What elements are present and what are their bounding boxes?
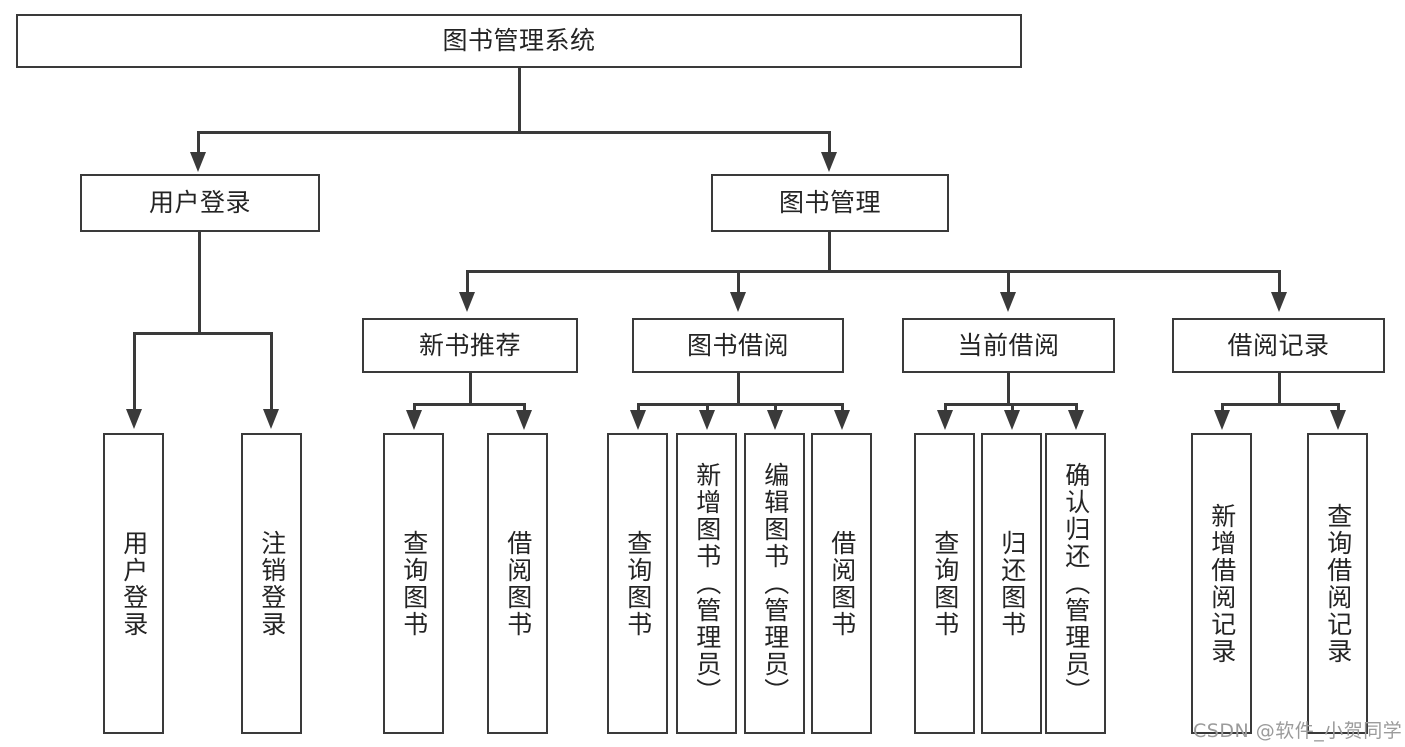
edge-book-manage-to-borrow-record — [1278, 270, 1281, 294]
arrow-book-borrow-1 — [630, 410, 646, 430]
edge-root-to-book-manage — [828, 131, 831, 155]
arrow-current-borrow-1 — [937, 410, 953, 430]
leaf-add-record[interactable]: 新增借阅记录 — [1191, 433, 1252, 734]
node-label: 新增图书（管理员） — [692, 462, 722, 705]
leaf-add-book[interactable]: 新增图书（管理员） — [676, 433, 737, 734]
arrow-to-current-borrow — [1000, 292, 1016, 312]
node-label: 查询借阅记录 — [1323, 502, 1353, 665]
node-label: 归还图书 — [997, 529, 1027, 638]
arrow-current-borrow-3 — [1068, 410, 1084, 430]
edge-book-manage-to-new-book-rec — [466, 270, 469, 294]
edge-root-stem — [518, 68, 521, 133]
edge-book-manage-to-current-borrow — [1007, 270, 1010, 294]
edge-book-borrow-d3 — [774, 403, 777, 415]
edge-new-book-rec-bar — [413, 403, 526, 406]
arrow-current-borrow-2 — [1004, 410, 1020, 430]
arrow-to-new-book-rec — [459, 292, 475, 312]
node-book-manage[interactable]: 图书管理 — [711, 174, 949, 232]
node-label: 查询图书 — [399, 529, 429, 638]
arrow-book-borrow-4 — [834, 410, 850, 430]
edge-user-login-stem — [198, 232, 201, 334]
edge-new-book-rec-stem — [469, 373, 472, 405]
node-user-login[interactable]: 用户登录 — [80, 174, 320, 232]
arrow-borrow-record-2 — [1330, 410, 1346, 430]
arrow-root-to-book-manage — [821, 152, 837, 172]
node-label: 图书管理 — [778, 188, 881, 217]
node-label: 借阅图书 — [503, 529, 533, 638]
leaf-edit-book[interactable]: 编辑图书（管理员） — [744, 433, 805, 734]
node-label: 图书借阅 — [686, 330, 789, 360]
edge-user-login-to-leaf-2 — [270, 332, 273, 412]
leaf-query-book-2[interactable]: 查询图书 — [607, 433, 668, 734]
edge-current-borrow-d2 — [1011, 403, 1014, 415]
node-label: 用户登录 — [148, 188, 251, 217]
edge-borrow-record-stem — [1278, 373, 1281, 405]
arrow-user-login-to-leaf-2 — [263, 409, 279, 429]
node-label: 图书管理系统 — [442, 26, 596, 55]
edge-current-borrow-d3 — [1075, 403, 1078, 415]
node-label: 新书推荐 — [418, 330, 521, 360]
leaf-borrow-book-2[interactable]: 借阅图书 — [811, 433, 872, 734]
node-label: 编辑图书（管理员） — [760, 462, 790, 705]
node-label: 借阅图书 — [827, 529, 857, 638]
leaf-user-login[interactable]: 用户登录 — [103, 433, 164, 734]
edge-borrow-record-bar — [1221, 403, 1340, 406]
edge-book-manage-bar — [466, 270, 1278, 273]
arrow-to-borrow-record — [1271, 292, 1287, 312]
arrow-new-book-rec-2 — [516, 410, 532, 430]
arrow-user-login-to-leaf-1 — [126, 409, 142, 429]
node-label: 借阅记录 — [1227, 330, 1330, 360]
edge-new-book-rec-d2 — [523, 403, 526, 415]
arrow-new-book-rec-1 — [406, 410, 422, 430]
node-label: 查询图书 — [623, 529, 653, 638]
arrow-book-borrow-2 — [699, 410, 715, 430]
leaf-query-record[interactable]: 查询借阅记录 — [1307, 433, 1368, 734]
node-book-borrow[interactable]: 图书借阅 — [632, 318, 844, 373]
edge-book-borrow-bar — [637, 403, 843, 406]
node-current-borrow[interactable]: 当前借阅 — [902, 318, 1115, 373]
node-label: 查询图书 — [930, 529, 960, 638]
edge-user-login-bar — [133, 332, 273, 335]
leaf-borrow-book-1[interactable]: 借阅图书 — [487, 433, 548, 734]
node-new-book-rec[interactable]: 新书推荐 — [362, 318, 578, 373]
arrow-to-book-borrow — [730, 292, 746, 312]
edge-current-borrow-d1 — [944, 403, 947, 415]
node-label: 注销登录 — [257, 529, 287, 638]
leaf-logout[interactable]: 注销登录 — [241, 433, 302, 734]
node-label: 确认归还（管理员） — [1061, 462, 1091, 705]
node-label: 用户登录 — [119, 529, 149, 638]
edge-user-login-to-leaf-1 — [133, 332, 136, 412]
edge-book-borrow-d4 — [841, 403, 844, 415]
edge-borrow-record-d1 — [1221, 403, 1224, 415]
edge-new-book-rec-d1 — [413, 403, 416, 415]
leaf-query-book-3[interactable]: 查询图书 — [914, 433, 975, 734]
leaf-query-book-1[interactable]: 查询图书 — [383, 433, 444, 734]
edge-book-manage-to-book-borrow — [737, 270, 740, 294]
leaf-return-book[interactable]: 归还图书 — [981, 433, 1042, 734]
edge-root-to-user-login — [197, 131, 200, 155]
arrow-borrow-record-1 — [1214, 410, 1230, 430]
node-root-system[interactable]: 图书管理系统 — [16, 14, 1022, 68]
watermark: CSDN @软件_小贺同学 — [1193, 720, 1403, 742]
edge-book-borrow-d2 — [706, 403, 709, 415]
edge-book-borrow-stem — [737, 373, 740, 405]
edge-book-manage-stem — [828, 232, 831, 272]
leaf-confirm-return[interactable]: 确认归还（管理员） — [1045, 433, 1106, 734]
edge-book-borrow-d1 — [637, 403, 640, 415]
arrow-book-borrow-3 — [767, 410, 783, 430]
edge-current-borrow-stem — [1007, 373, 1010, 405]
node-label: 当前借阅 — [957, 330, 1060, 360]
edge-root-bar — [197, 131, 831, 134]
arrow-root-to-user-login — [190, 152, 206, 172]
node-label: 新增借阅记录 — [1207, 502, 1237, 665]
edge-borrow-record-d2 — [1337, 403, 1340, 415]
node-borrow-record[interactable]: 借阅记录 — [1172, 318, 1385, 373]
